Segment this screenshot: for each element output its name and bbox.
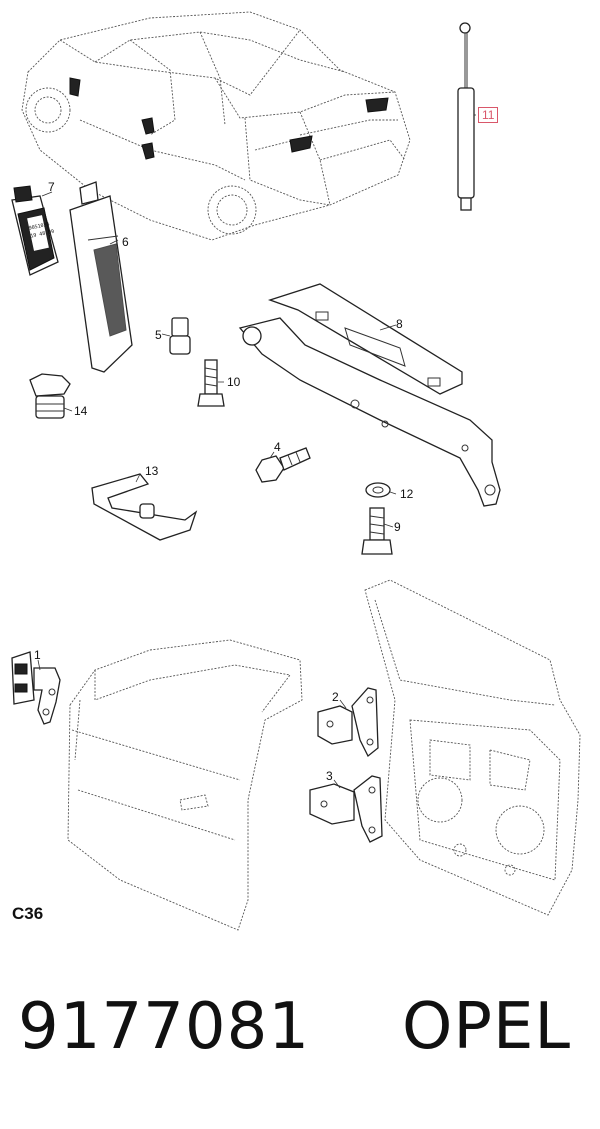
callout-13: 13 — [145, 464, 159, 478]
gas-strut-part — [457, 22, 475, 211]
sealant-tube-small-part: 9051036 19 48 09 — [11, 185, 59, 276]
callout-2: 2 — [332, 690, 339, 704]
door-hinge-3-part — [309, 775, 383, 843]
bolt-10-part — [197, 359, 225, 407]
plug-14-part — [29, 373, 71, 419]
sheet-code: C36 — [12, 904, 44, 923]
tube7-label-line2: 19 48 09 — [30, 229, 55, 240]
hinge-8-part — [238, 283, 501, 507]
callout-10: 10 — [227, 375, 241, 389]
door-hinge-1-part — [11, 651, 61, 725]
diagram-drawing: 9051036 19 48 09 — [11, 11, 581, 931]
callout-3: 3 — [326, 769, 333, 783]
brand-name: OPEL — [402, 990, 572, 1064]
callout-9: 9 — [394, 520, 401, 534]
callout-7: 7 — [48, 180, 55, 194]
callout-4: 4 — [274, 440, 281, 454]
callout-12: 12 — [400, 487, 414, 501]
callout-14: 14 — [74, 404, 88, 418]
callout-5: 5 — [155, 328, 162, 342]
screw-5-part — [169, 317, 191, 355]
car-body-illustration — [21, 11, 411, 241]
front-door-illustration — [67, 639, 303, 931]
callout-1: 1 — [34, 648, 41, 662]
callout-8: 8 — [396, 317, 403, 331]
door-hinge-2-part — [317, 687, 379, 758]
callout-11-highlighted: 11 — [478, 107, 499, 123]
bolt-9-part — [361, 507, 393, 555]
tube7-label-line1: 9051036 — [28, 221, 50, 231]
rear-door-illustration — [364, 579, 581, 916]
callout-6: 6 — [122, 235, 129, 249]
sealant-tube-large-part — [69, 181, 133, 373]
washer-12-part — [365, 482, 391, 498]
part-number: 9177081 — [18, 990, 311, 1064]
clip-13-part — [91, 473, 198, 541]
bolt-4-part — [255, 447, 311, 483]
